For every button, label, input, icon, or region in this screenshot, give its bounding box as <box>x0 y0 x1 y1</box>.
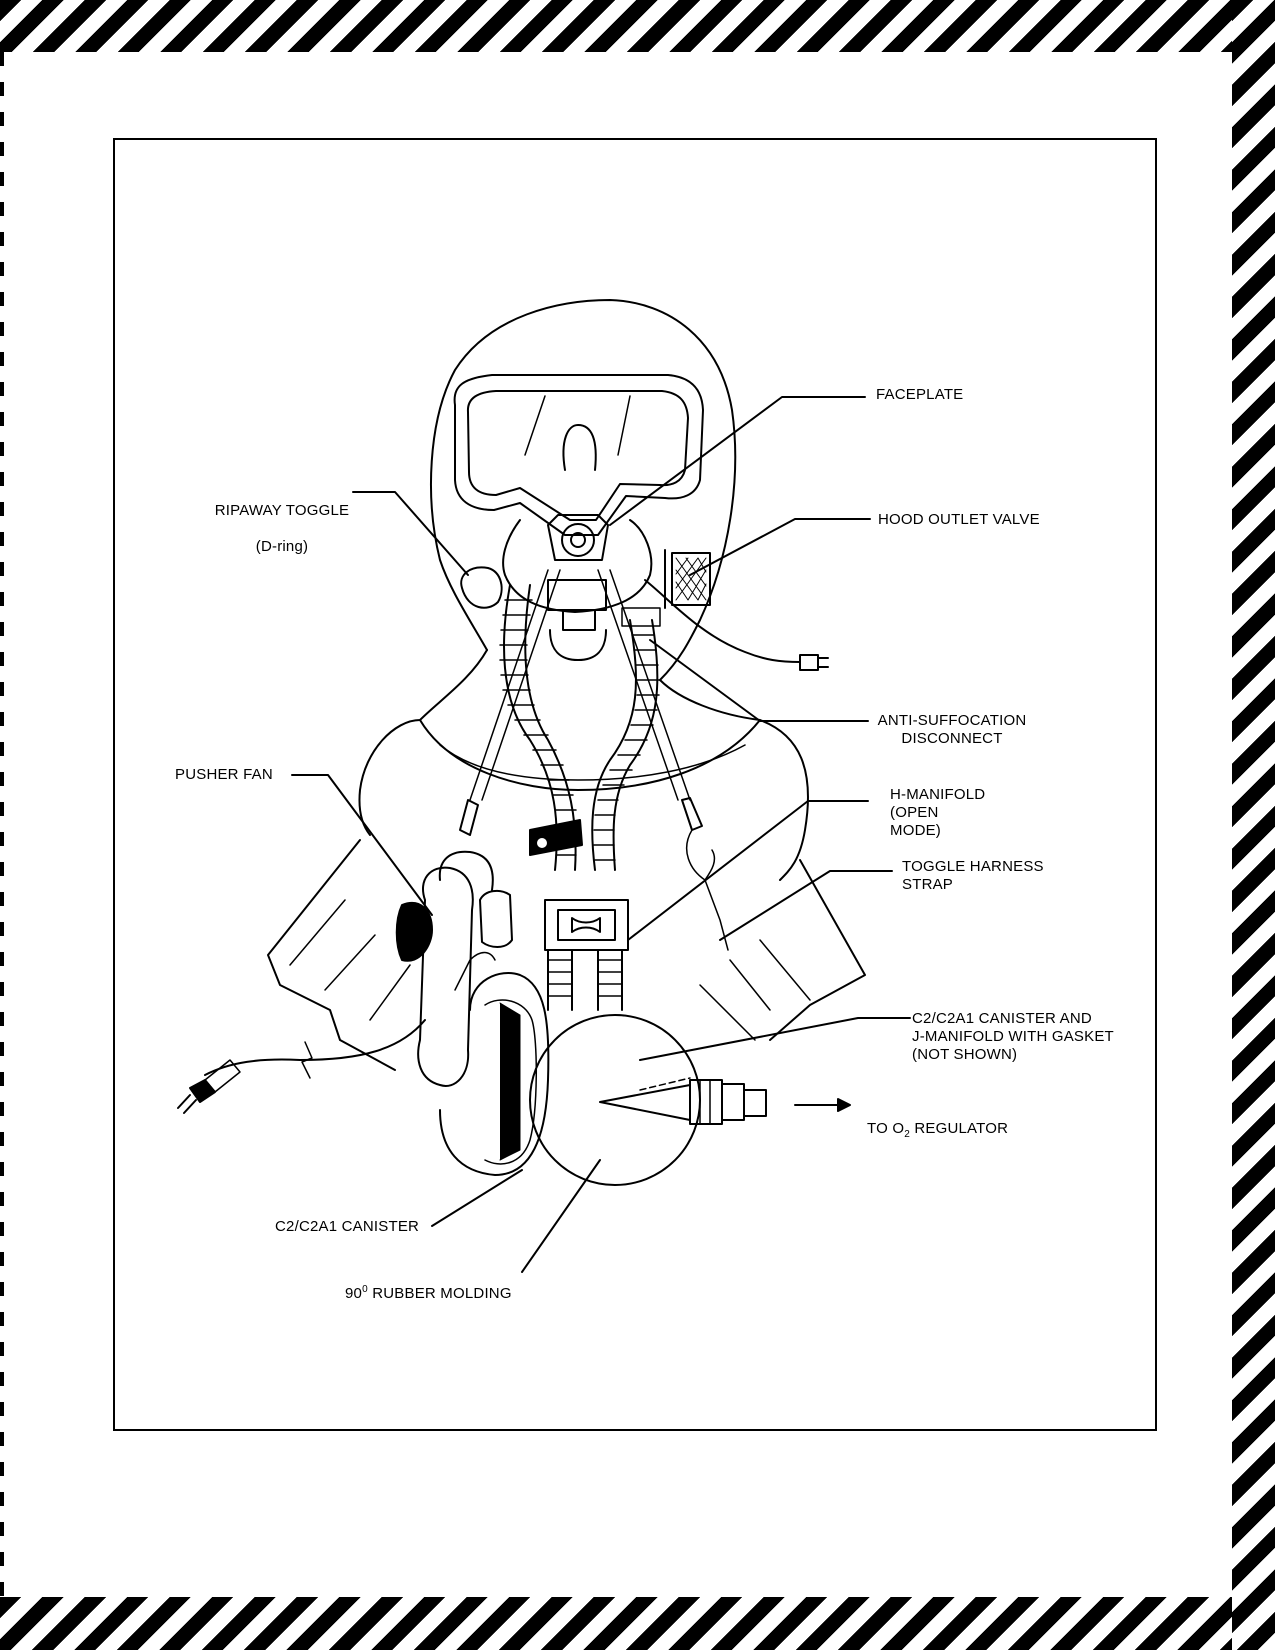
leader-toggle-harness <box>719 870 893 941</box>
label-rubber-molding-prefix: 90 <box>345 1285 363 1302</box>
hazard-stripe-right <box>1232 0 1275 1650</box>
label-faceplate: FACEPLATE <box>876 386 964 403</box>
leader-canister-manifold <box>639 1017 911 1061</box>
leader-anti-suffocation <box>649 639 869 722</box>
label-pusher-fan: PUSHER FAN <box>175 766 273 783</box>
leader-faceplate <box>609 396 866 526</box>
label-rubber-molding-suffix: RUBBER MOLDING <box>367 1285 512 1302</box>
label-to-o2-subscript: 2 <box>904 1129 910 1140</box>
label-ripaway-toggle-sub: (D-ring) <box>255 538 309 555</box>
leader-pusher-fan <box>291 774 433 916</box>
hazard-stripe-bottom <box>0 1597 1275 1650</box>
leader-h-manifold <box>627 800 869 941</box>
label-toggle-harness-strap: TOGGLE HARNESS STRAP <box>902 858 1044 893</box>
leader-rubber-molding <box>521 1159 601 1273</box>
leader-hood-outlet <box>689 518 871 576</box>
label-to-o2-prefix: TO O <box>867 1120 905 1137</box>
label-rubber-molding: 900 RUBBER MOLDING <box>345 1263 512 1303</box>
label-to-o2-suffix: REGULATOR <box>909 1120 1009 1137</box>
leader-c2-canister <box>431 1169 523 1227</box>
label-ripaway-toggle-title: RIPAWAY TOGGLE <box>214 502 350 519</box>
label-anti-suffocation-disconnect: ANTI-SUFFOCATION DISCONNECT <box>877 712 1027 747</box>
label-h-manifold: H-MANIFOLD (OPEN MODE) <box>890 786 986 839</box>
label-ripaway-toggle: RIPAWAY TOGGLE (D-ring) <box>212 484 352 556</box>
hazard-stripe-top <box>0 0 1275 52</box>
label-to-o2-regulator: TO O2 REGULATOR <box>867 1102 1008 1144</box>
label-rubber-molding-sup: 0 <box>362 1284 368 1295</box>
label-canister-and-j-manifold: C2/C2A1 CANISTER AND J-MANIFOLD WITH GAS… <box>912 1010 1114 1063</box>
label-c2-canister: C2/C2A1 CANISTER <box>275 1218 420 1235</box>
figure-frame <box>113 138 1157 1431</box>
dashed-border-left <box>0 52 4 1597</box>
label-hood-outlet-valve: HOOD OUTLET VALVE <box>878 511 1040 528</box>
leader-ripaway <box>352 491 469 576</box>
